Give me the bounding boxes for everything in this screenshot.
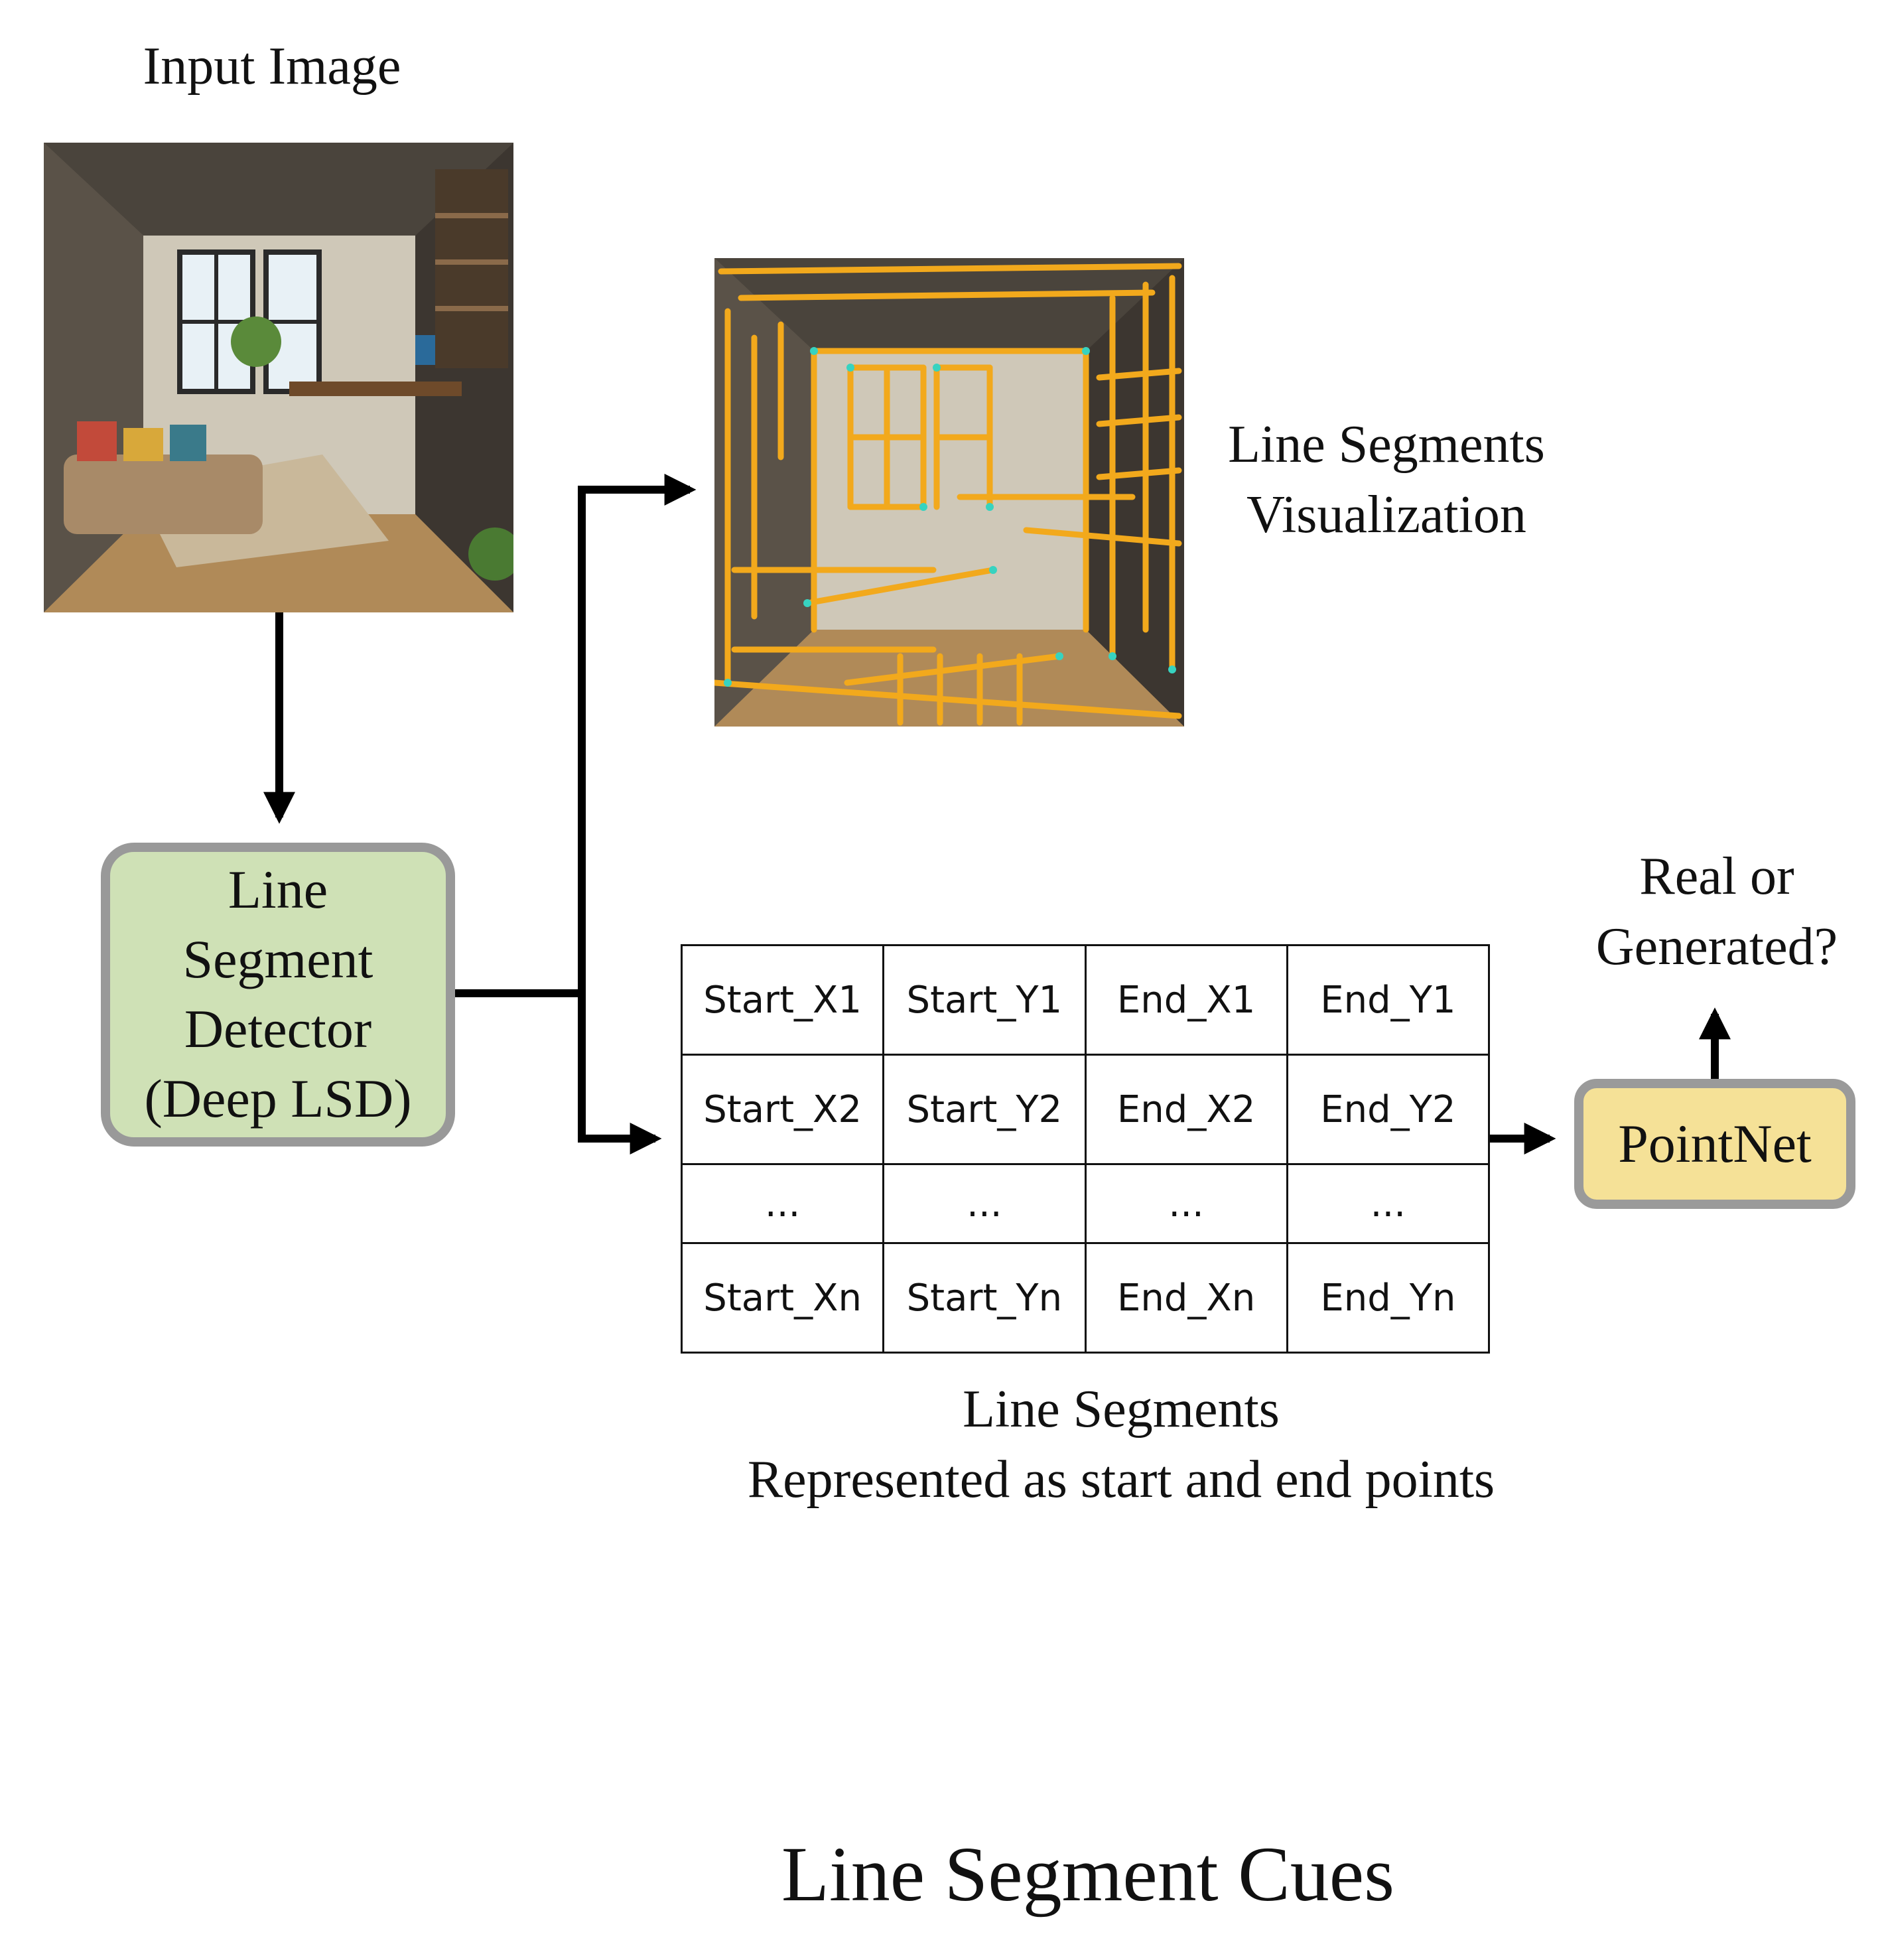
line-segments-visualization-image [714,258,1184,727]
table-cell: Start_X2 [680,1054,885,1165]
table-cell: ... [680,1163,885,1244]
table-cell: Start_Yn [882,1242,1087,1354]
visualization-label-line-1: Line Segments [1228,415,1545,474]
table-cell: Start_Xn [680,1242,885,1354]
line-segments-visualization-label: Line Segments Visualization [1168,410,1605,550]
table-caption-line-2: Represented as start and end points [747,1450,1495,1509]
table-caption-line-1: Line Segments [963,1380,1280,1438]
table-cell: End_Xn [1084,1242,1288,1354]
table-cell: ... [882,1163,1087,1244]
table-caption: Line Segments Represented as start and e… [663,1375,1579,1515]
pointnet-label: PointNet [1618,1113,1812,1174]
real-or-generated-label: Real or Generated? [1551,841,1880,983]
table-cell: End_X1 [1084,944,1288,1056]
visualization-label-line-2: Visualization [1246,485,1526,544]
input-image-title: Input Image [143,37,401,96]
line-segments-table: Start_X1 Start_Y1 End_X1 End_Y1 Start_X2… [680,944,1491,1354]
output-question-line-1: Real or [1639,847,1794,906]
table-cell: End_Y2 [1286,1054,1491,1165]
detector-label: Line Segment Detector (Deep LSD) [144,859,412,1129]
diagram-title: Line Segment Cues [781,1831,1395,1918]
table-row: Start_Xn Start_Yn End_Xn End_Yn [680,1242,1491,1354]
table-cell: End_Yn [1286,1242,1491,1354]
line-segment-detector-box: Line Segment Detector (Deep LSD) [101,843,455,1147]
table-cell: End_Y1 [1286,944,1491,1056]
table-cell: Start_X1 [680,944,885,1056]
pointnet-box: PointNet [1574,1079,1855,1209]
table-cell: Start_Y2 [882,1054,1087,1165]
table-cell: End_X2 [1084,1054,1288,1165]
table-row: ... ... ... ... [680,1163,1491,1244]
table-cell: ... [1084,1163,1288,1244]
table-row: Start_X2 Start_Y2 End_X2 End_Y2 [680,1054,1491,1165]
table-cell: Start_Y1 [882,944,1087,1056]
table-cell: ... [1286,1163,1491,1244]
input-image [44,143,513,612]
table-row: Start_X1 Start_Y1 End_X1 End_Y1 [680,944,1491,1056]
output-question-line-2: Generated? [1595,918,1838,977]
